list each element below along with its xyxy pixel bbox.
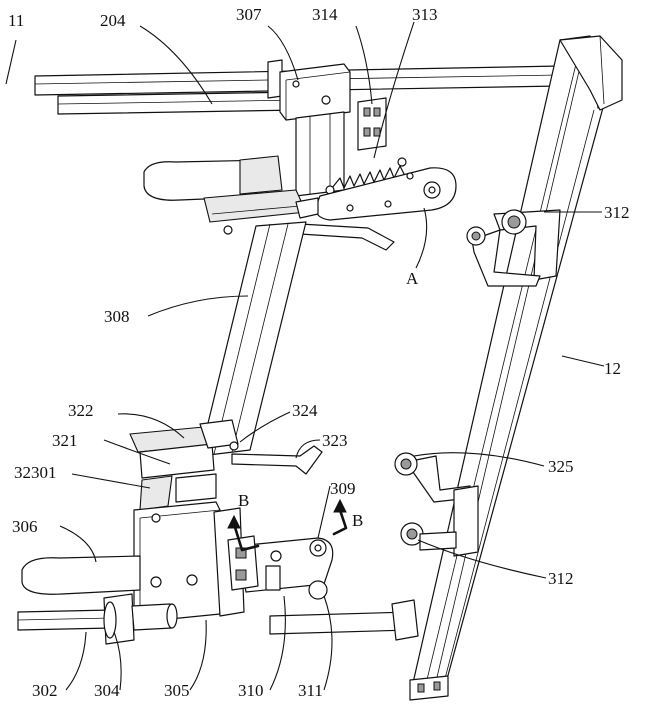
lower-clamp-assembly bbox=[130, 420, 322, 510]
label-311: 311 bbox=[298, 681, 323, 700]
component-314 bbox=[358, 98, 386, 150]
vertical-member-308 bbox=[200, 222, 306, 456]
vertical-guide-upper bbox=[296, 112, 344, 196]
label-307: 307 bbox=[236, 5, 262, 24]
label-204: 204 bbox=[100, 11, 126, 30]
label-324: 324 bbox=[292, 401, 318, 420]
label-302: 302 bbox=[32, 681, 58, 700]
label-312-lower: 312 bbox=[548, 569, 574, 588]
label-325: 325 bbox=[548, 457, 574, 476]
label-323: 323 bbox=[322, 431, 348, 450]
label-11: 11 bbox=[8, 11, 24, 30]
block-307 bbox=[280, 64, 350, 120]
label-322: 322 bbox=[68, 401, 94, 420]
label-321: 321 bbox=[52, 431, 78, 450]
label-314: 314 bbox=[312, 5, 338, 24]
label-306: 306 bbox=[12, 517, 38, 536]
label-12: 12 bbox=[604, 359, 621, 378]
label-B-right: B bbox=[352, 511, 363, 530]
base-block-305 bbox=[134, 502, 244, 622]
label-310: 310 bbox=[238, 681, 264, 700]
label-308: 308 bbox=[104, 307, 130, 326]
label-32301: 32301 bbox=[14, 463, 57, 482]
label-312-upper: 312 bbox=[604, 203, 630, 222]
handle-306 bbox=[22, 556, 140, 594]
label-313: 313 bbox=[412, 5, 438, 24]
label-B-left: B bbox=[238, 491, 249, 510]
label-304: 304 bbox=[94, 681, 120, 700]
label-A: A bbox=[406, 269, 419, 288]
label-305: 305 bbox=[164, 681, 190, 700]
side-rail-12 bbox=[410, 36, 622, 700]
label-309: 309 bbox=[330, 479, 356, 498]
section-marker-B-right bbox=[334, 500, 346, 534]
